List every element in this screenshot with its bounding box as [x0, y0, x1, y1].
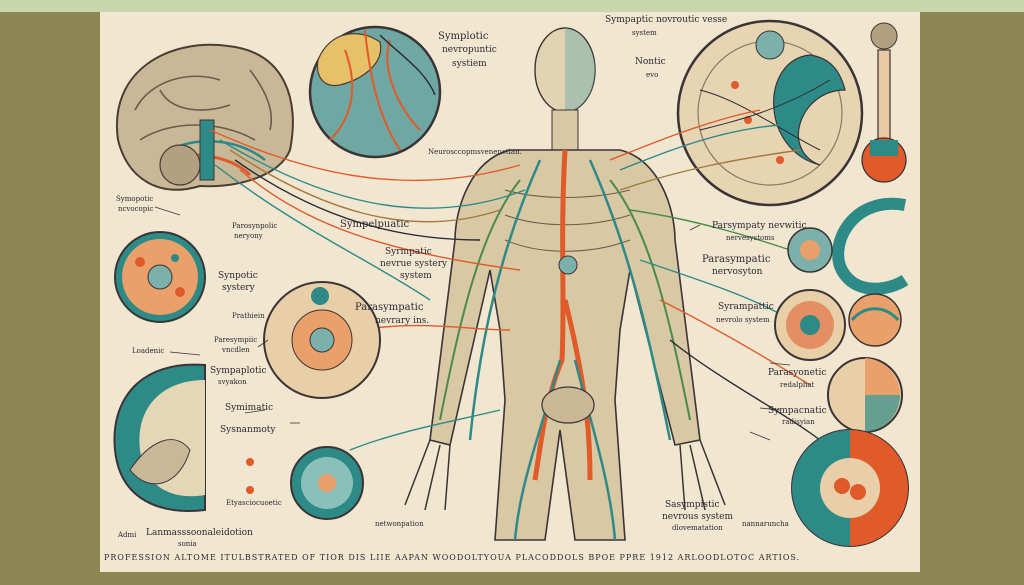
label-bottom-right-1a: Sasympistic: [665, 500, 720, 510]
label-left-6c: system: [400, 271, 432, 281]
label-left-1a: Symopotic: [116, 195, 154, 203]
label-left-6b: nevrue systery: [380, 259, 448, 269]
tube-top-right: [861, 22, 907, 183]
shell-left: [113, 363, 206, 512]
label-left-8a: Parasympatic: [355, 302, 424, 313]
circle-bottom-right: [791, 429, 909, 547]
label-top-right-2: system: [632, 29, 657, 37]
label-top-center-2: nevropuntic: [442, 45, 497, 55]
label-top-right-1: Sympaptic novroutic vesse: [605, 15, 728, 25]
label-right-4a: Parasyonetic: [768, 368, 827, 378]
label-left-4a: Synpotic: [218, 271, 258, 281]
label-left-5: Sympelpuatic: [340, 219, 410, 230]
label-mid-top: Neurosccopmsvenenctian.: [428, 148, 522, 156]
circle-top-left: [308, 25, 442, 159]
label-right-3a: Syrampattic: [718, 302, 774, 312]
label-bottom-right-2: nannaruncha: [742, 520, 789, 528]
label-right-3b: nevrolo system: [716, 316, 770, 324]
label-left-10b: vncdlen: [222, 346, 250, 354]
top-band: [0, 0, 1024, 12]
label-left-11a: Sympaplotic: [210, 366, 267, 376]
circle-top-right: [676, 19, 864, 207]
label-right-5a: Sympacnatic: [768, 406, 827, 416]
label-left-12: Symimatic: [225, 403, 274, 413]
label-bottom-mid: netwonpation: [375, 520, 424, 528]
label-right-2b: nervosyton: [712, 267, 763, 277]
label-bottom-left-2: Lanmasssoonaleidotion: [146, 528, 253, 538]
circle-center-left: [263, 281, 381, 399]
label-top-right-4: evo: [646, 71, 659, 79]
label-right-1a: Parsympaty nevwitic: [712, 221, 807, 231]
label-left-6a: Syrmpatic: [385, 247, 432, 257]
circle-right-wheel: [774, 289, 902, 361]
circle-bottom-left: [246, 446, 364, 520]
circle-right-flower: [787, 227, 833, 273]
label-left-1b: ncvocopic: [118, 205, 154, 213]
label-left-8b: nevrary ins.: [375, 316, 430, 326]
label-left-13: Sysnanmoty: [220, 425, 276, 435]
human-figure: [404, 27, 726, 541]
circle-right-segments: [827, 357, 903, 433]
label-left-2b: neryony: [234, 232, 263, 240]
label-right-1b: nervesystoms: [726, 234, 775, 242]
label-bottom-left-1: Admi: [118, 531, 137, 539]
label-right-4b: redalphat: [780, 381, 815, 389]
caption-footer: PROFESSION ALTOME ITULBSTRATED OF TIOR D…: [104, 553, 801, 562]
label-left-2a: Parosynpolic: [232, 222, 278, 230]
label-right-5b: radisyian: [782, 418, 815, 426]
label-bottom-right-1c: dlovematation: [672, 524, 723, 532]
label-right-2a: Parasympatic: [702, 254, 771, 265]
label-left-9: Loadenic: [132, 347, 165, 355]
label-left-7: Prathiein: [232, 312, 265, 320]
circle-left-upper: [114, 231, 206, 323]
connector-lines: [154, 206, 791, 441]
label-left-14: Etyasciocuoetic: [226, 499, 282, 507]
label-top-center-3: systiem: [452, 59, 487, 69]
label-top-center-1: Symplotic: [438, 31, 489, 42]
brain-illustration: [115, 43, 294, 191]
label-bottom-right-1b: nevrous system: [662, 512, 734, 522]
label-left-11b: svyakon: [218, 378, 247, 386]
label-left-10a: Paresympiic: [214, 336, 258, 344]
label-bottom-left-3: sonia: [178, 540, 197, 548]
label-left-4b: systery: [222, 283, 255, 293]
arc-right: [832, 197, 909, 295]
label-top-right-3: Nontic: [635, 57, 666, 67]
